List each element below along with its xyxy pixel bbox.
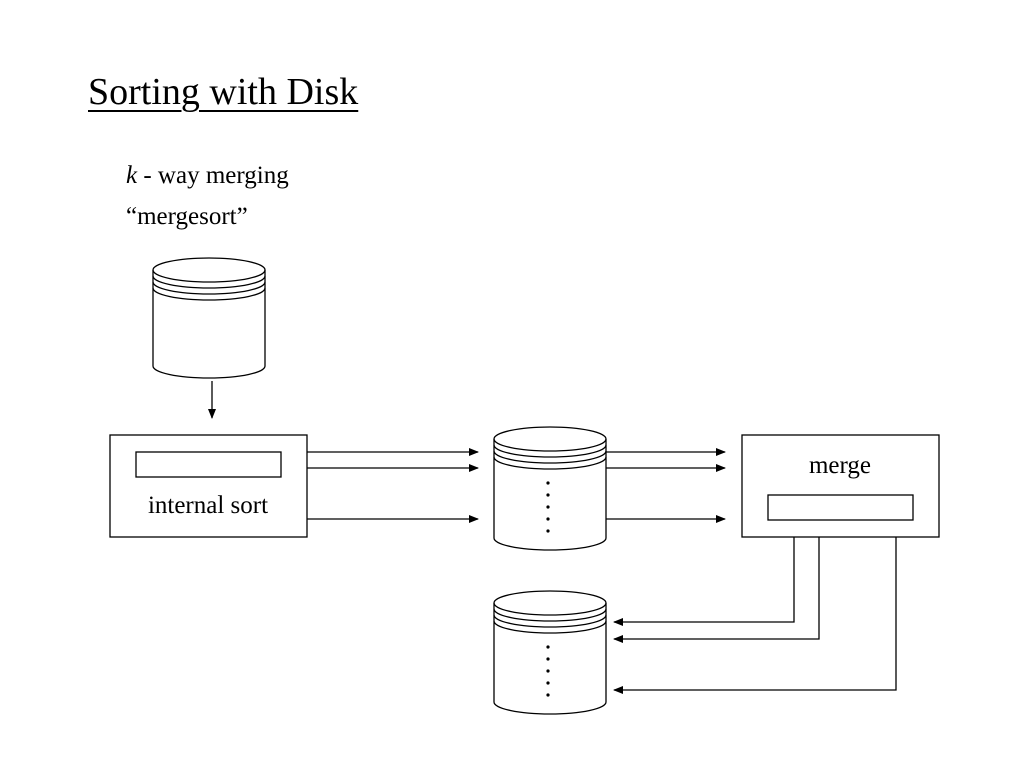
internal-sort-box: internal sort (109, 434, 308, 538)
output-ellipsis-dots (546, 645, 550, 697)
runs-disk (493, 426, 607, 551)
output-disk (493, 590, 607, 715)
subtitle-k-way-merging: k - way merging (126, 162, 289, 190)
arrows-runs-to-merge (606, 448, 726, 523)
subtitle-mergesort: “mergesort” (126, 203, 248, 230)
input-disk (152, 257, 266, 379)
merge-label: merge (809, 452, 871, 479)
arrow-out-2 (613, 537, 820, 643)
arrow-out-k (613, 537, 897, 694)
sort-buffer (135, 451, 282, 478)
arrow-out-1 (613, 537, 795, 626)
arrows-sort-to-runs (307, 448, 479, 523)
merge-buffer (767, 494, 914, 521)
runs-ellipsis-dots (546, 481, 550, 533)
page-title: Sorting with Disk (88, 71, 359, 113)
k-way-merging-text: - way merging (137, 162, 289, 189)
arrows-merge-to-output (613, 537, 897, 694)
merge-box: merge (741, 434, 940, 538)
k-variable: k (126, 162, 138, 189)
internal-sort-label: internal sort (148, 492, 268, 519)
